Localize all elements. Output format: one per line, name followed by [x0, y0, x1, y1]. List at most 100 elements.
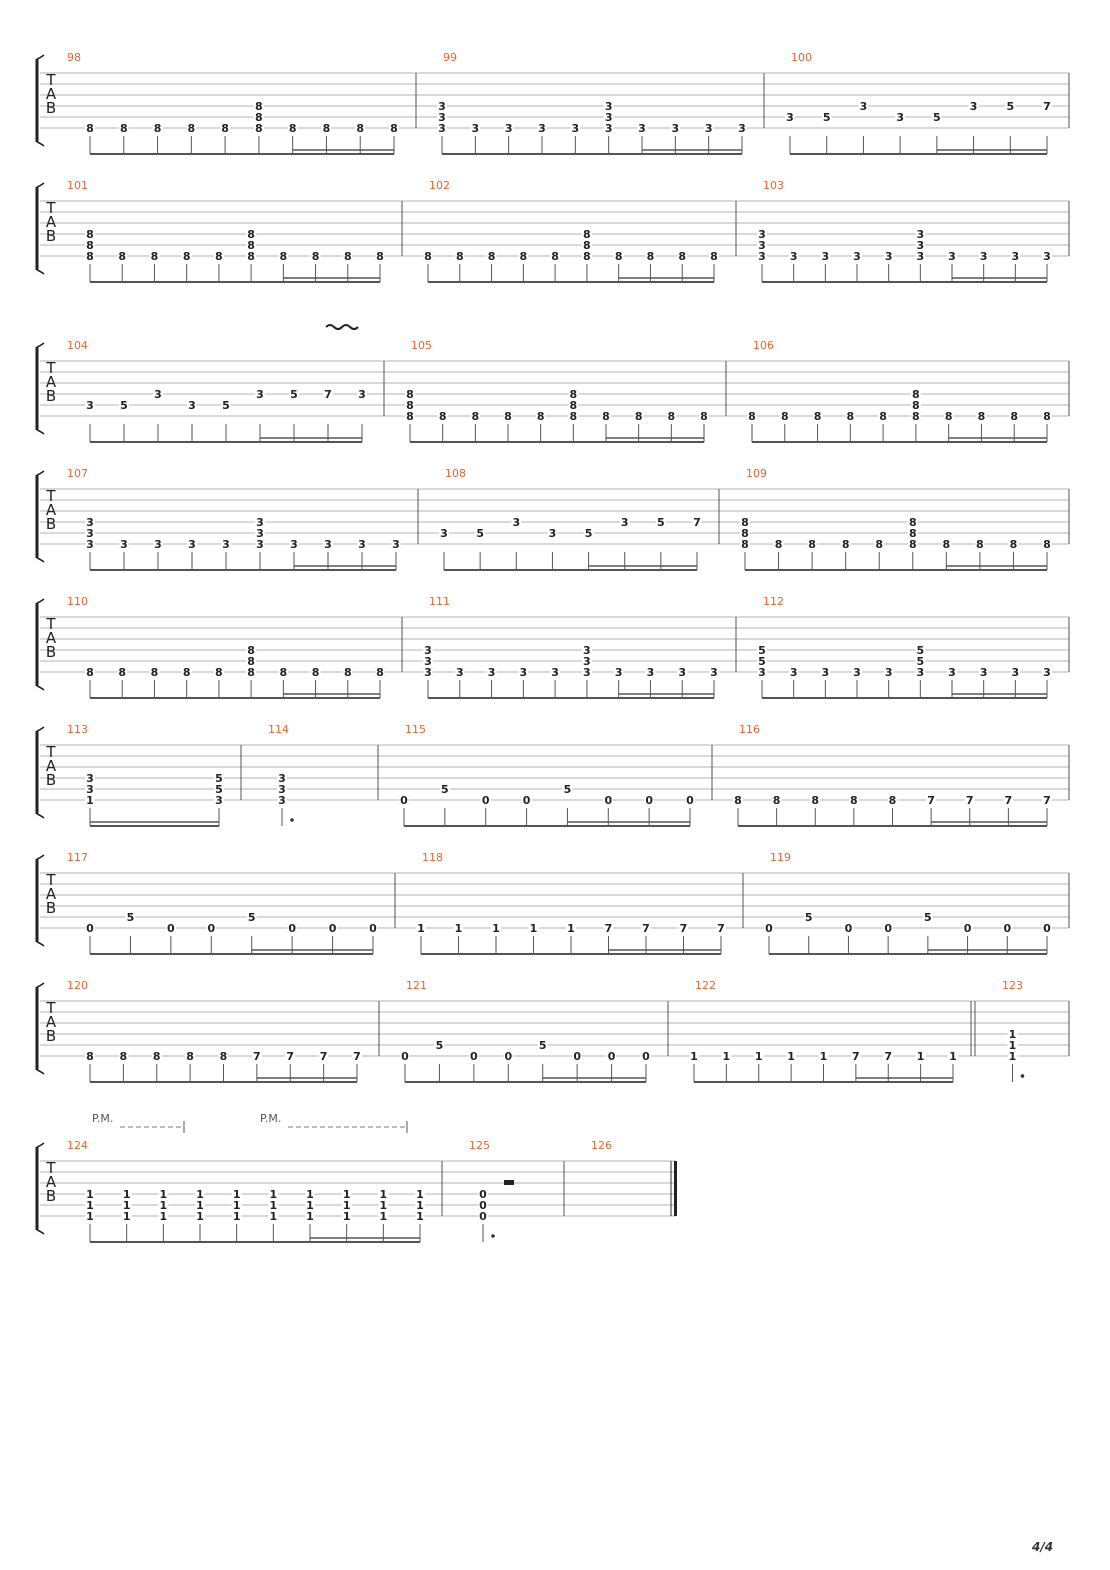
- measure-number: 122: [695, 979, 716, 992]
- fret-backdrop: [757, 239, 767, 250]
- fret-backdrop: [214, 783, 224, 794]
- fret-backdrop: [434, 1039, 445, 1050]
- fret-number: 7: [353, 1050, 361, 1063]
- fret-number: 5: [215, 783, 223, 796]
- fret-number: 8: [978, 410, 986, 423]
- fret-number: 3: [120, 538, 128, 551]
- fret-number: 3: [790, 250, 798, 263]
- fret-number: 0: [642, 1050, 650, 1063]
- fret-backdrop: [85, 239, 95, 250]
- fret-backdrop: [785, 111, 795, 122]
- fret-number: 5: [823, 111, 831, 124]
- fret-backdrop: [468, 1050, 479, 1061]
- fret-backdrop: [405, 410, 415, 421]
- fret-number: 3: [86, 527, 94, 540]
- fret-number: 8: [151, 250, 159, 263]
- tab-clef-letter: A: [46, 1173, 57, 1191]
- fret-backdrop: [678, 922, 689, 933]
- fret-number: 8: [220, 1050, 228, 1063]
- fret-backdrop: [606, 1050, 617, 1061]
- fret-number: 7: [320, 1050, 328, 1063]
- fret-number: 8: [570, 388, 578, 401]
- fret-backdrop: [764, 922, 774, 933]
- fret-backdrop: [740, 516, 750, 527]
- fret-backdrop: [310, 250, 321, 261]
- fret-number: 3: [948, 250, 956, 263]
- fret-number: 1: [123, 1188, 131, 1201]
- measure-number: 99: [443, 51, 457, 64]
- fret-number: 8: [456, 250, 464, 263]
- measure-number: 113: [67, 723, 88, 736]
- fret-number: 3: [424, 666, 432, 679]
- fret-number: 3: [822, 250, 830, 263]
- fret-backdrop: [613, 666, 624, 677]
- system-bracket-cap: [36, 54, 45, 147]
- fret-backdrop: [907, 527, 918, 538]
- fret-backdrop: [246, 666, 257, 677]
- fret-number: 8: [406, 410, 414, 423]
- fret-number: 1: [196, 1188, 204, 1201]
- fret-backdrop: [158, 1199, 169, 1210]
- fret-backdrop: [221, 399, 231, 410]
- fret-number: 5: [564, 783, 572, 796]
- fret-number: 3: [551, 666, 559, 679]
- fret-number: 0: [479, 1199, 487, 1212]
- fret-backdrop: [820, 250, 831, 261]
- fret-backdrop: [389, 122, 399, 133]
- fret-backdrop: [528, 922, 539, 933]
- fret-number: 8: [668, 410, 676, 423]
- fret-backdrop: [910, 388, 921, 399]
- fret-number: 3: [86, 538, 94, 551]
- fret-number: 8: [678, 250, 686, 263]
- fret-number: 8: [1010, 410, 1018, 423]
- fret-number: 1: [416, 1210, 424, 1223]
- fret-backdrop: [603, 111, 614, 122]
- tab-clef-letter: B: [46, 387, 56, 405]
- fret-backdrop: [1009, 410, 1020, 421]
- fret-backdrop: [85, 772, 95, 783]
- fret-number: 1: [270, 1210, 278, 1223]
- fret-backdrop: [883, 1050, 894, 1061]
- measure-number: 126: [591, 1139, 612, 1152]
- system-bracket-cap: [36, 726, 45, 819]
- fret-number: 3: [980, 666, 988, 679]
- fret-number: 3: [583, 644, 591, 657]
- fret-number: 8: [976, 538, 984, 551]
- fret-number: 1: [86, 1188, 94, 1201]
- fret-number: 8: [188, 122, 196, 135]
- fret-number: 1: [723, 1050, 731, 1063]
- fret-backdrop: [437, 410, 448, 421]
- fret-backdrop: [581, 250, 592, 261]
- tab-clef-letter: B: [46, 515, 56, 533]
- fret-backdrop: [85, 783, 95, 794]
- fret-backdrop: [85, 1210, 95, 1221]
- fret-number: 7: [927, 794, 935, 807]
- fret-number: 8: [344, 666, 352, 679]
- fret-number: 5: [441, 783, 449, 796]
- fret-number: 7: [1005, 794, 1013, 807]
- system-bracket-cap: [36, 182, 45, 275]
- fret-number: 3: [188, 399, 196, 412]
- fret-number: 3: [758, 666, 766, 679]
- fret-backdrop: [521, 794, 532, 805]
- fret-number: 5: [290, 388, 298, 401]
- fret-number: 8: [247, 228, 255, 241]
- fret-backdrop: [915, 239, 926, 250]
- fret-backdrop: [581, 655, 592, 666]
- fret-backdrop: [895, 111, 906, 122]
- page-number: 4/4: [1032, 1540, 1054, 1554]
- fret-backdrop: [568, 410, 579, 421]
- measure-number: 125: [469, 1139, 490, 1152]
- fret-backdrop: [518, 250, 529, 261]
- fret-backdrop: [568, 388, 579, 399]
- tab-clef-letter: B: [46, 899, 56, 917]
- fret-backdrop: [352, 1050, 362, 1061]
- fret-number: 3: [440, 527, 448, 540]
- fret-number: 8: [741, 538, 749, 551]
- fret-backdrop: [915, 1050, 926, 1061]
- fret-backdrop: [943, 410, 954, 421]
- fret-backdrop: [152, 122, 163, 133]
- fret-number: 8: [86, 228, 94, 241]
- fret-number: 3: [290, 538, 298, 551]
